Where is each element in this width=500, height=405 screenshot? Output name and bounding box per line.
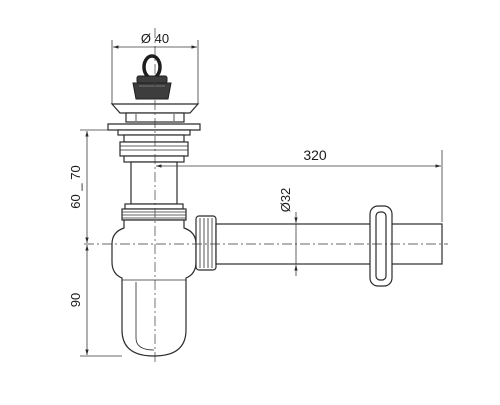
pipe-diameter-dimension: Ø32 [278, 188, 298, 276]
height-dimension: 60 _ 70 90 [68, 129, 126, 357]
lower-nut [121, 203, 187, 221]
stopper-diameter-label: Ø 40 [141, 31, 169, 46]
trap-depth-label: 90 [68, 293, 83, 307]
outlet-length-label: 320 [303, 147, 327, 163]
wall-rosette [369, 205, 393, 287]
drain-stopper [132, 54, 172, 100]
upper-nut [119, 134, 189, 163]
siphon-bottle [111, 219, 197, 357]
center-lines [84, 28, 448, 362]
pipe-diameter-label: Ø32 [278, 188, 293, 213]
drain-flange [107, 103, 201, 136]
outlet-nut [195, 215, 217, 271]
tailpiece [130, 161, 178, 205]
height-range-label: 60 _ 70 [68, 165, 83, 208]
outlet-length-dimension: 320 [156, 147, 443, 222]
